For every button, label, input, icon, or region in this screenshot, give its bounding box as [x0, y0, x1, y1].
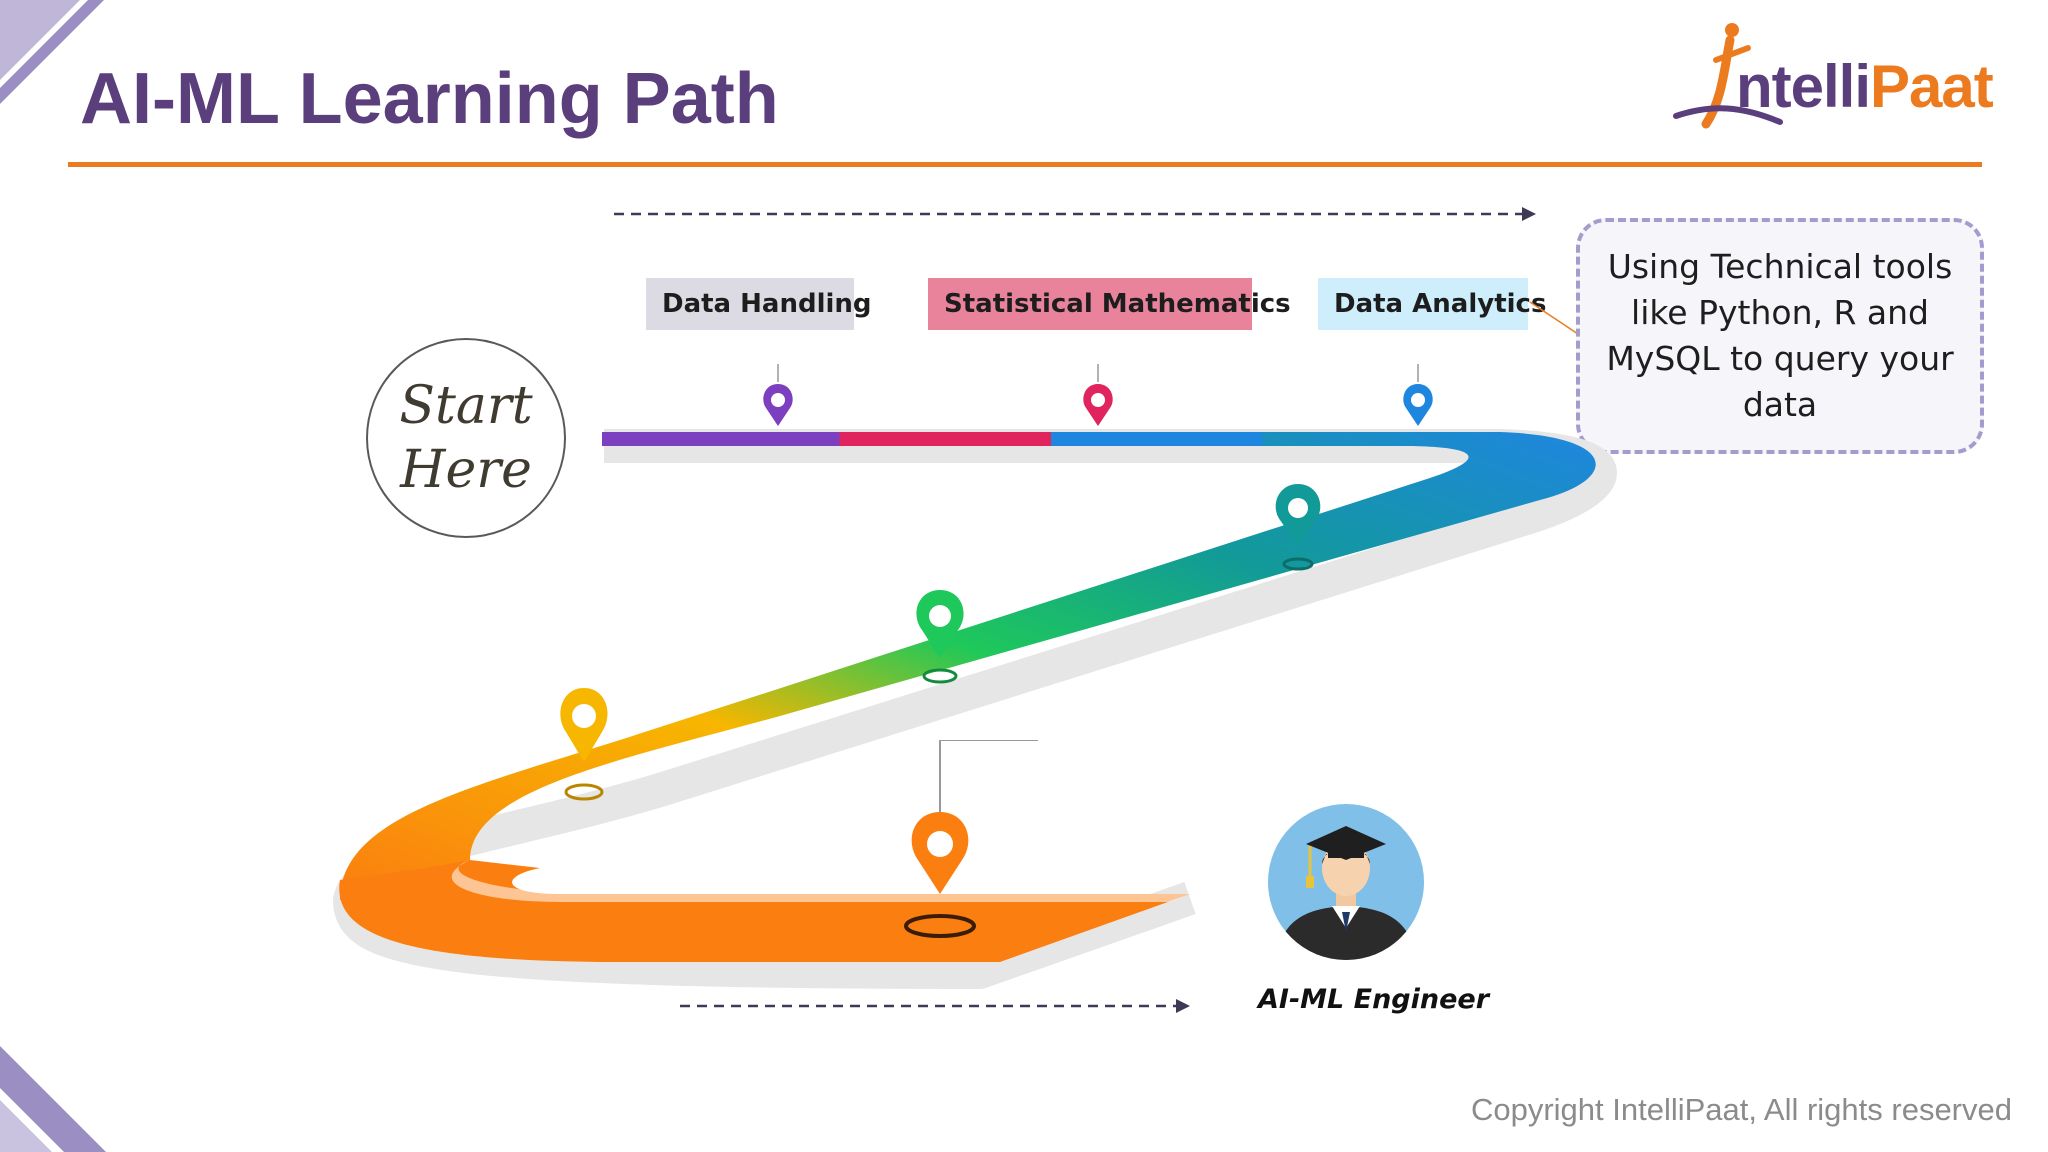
location-pin-icon	[1403, 364, 1433, 426]
location-pin-icon	[916, 590, 964, 684]
location-pin-icon	[904, 740, 1038, 938]
technical-tools-callout: Using Technical tools like Python, R and…	[1576, 218, 1984, 454]
location-pin-icon	[560, 688, 608, 801]
dashed-arrow-icon	[614, 207, 1536, 221]
intellipaat-logo-icon	[1673, 23, 1783, 129]
road-top-segment	[602, 432, 1262, 446]
copyright-notice: Copyright IntelliPaat, All rights reserv…	[1470, 1092, 2012, 1127]
location-pin-icon	[763, 364, 793, 426]
road-bottom-highlight	[451, 860, 1190, 902]
road-curve-band	[340, 432, 1596, 900]
destination-label: AI-ML Engineer	[1258, 984, 1490, 1015]
start-here-line2: Here	[400, 440, 532, 500]
start-here-line1: Start	[399, 376, 533, 436]
title-divider	[68, 162, 1982, 167]
graduate-avatar-icon	[1268, 804, 1424, 960]
corner-decoration-top-left	[0, 0, 104, 104]
location-pin-icon	[1275, 484, 1321, 571]
callout-connector	[1529, 301, 1579, 335]
road-bottom-segment	[339, 860, 1190, 962]
start-here-badge: Start Here	[366, 338, 566, 538]
page-title: AI-ML Learning Path	[80, 59, 779, 139]
corner-decoration-bottom-left	[0, 1046, 106, 1152]
logo-prefix: ntelli	[1736, 53, 1871, 120]
stage-label-data-handling: Data Handling	[646, 278, 872, 330]
logo-suffix: Paat	[1870, 53, 1994, 120]
location-pin-icon	[1083, 364, 1113, 426]
stage-label-data-analytics: Data Analytics	[1318, 278, 1546, 330]
logo-wordmark: ntelliPaat	[1736, 52, 1994, 121]
stage-label-statistical-mathematics: Statistical Mathematics	[928, 278, 1291, 330]
dashed-arrow-icon	[680, 999, 1190, 1013]
